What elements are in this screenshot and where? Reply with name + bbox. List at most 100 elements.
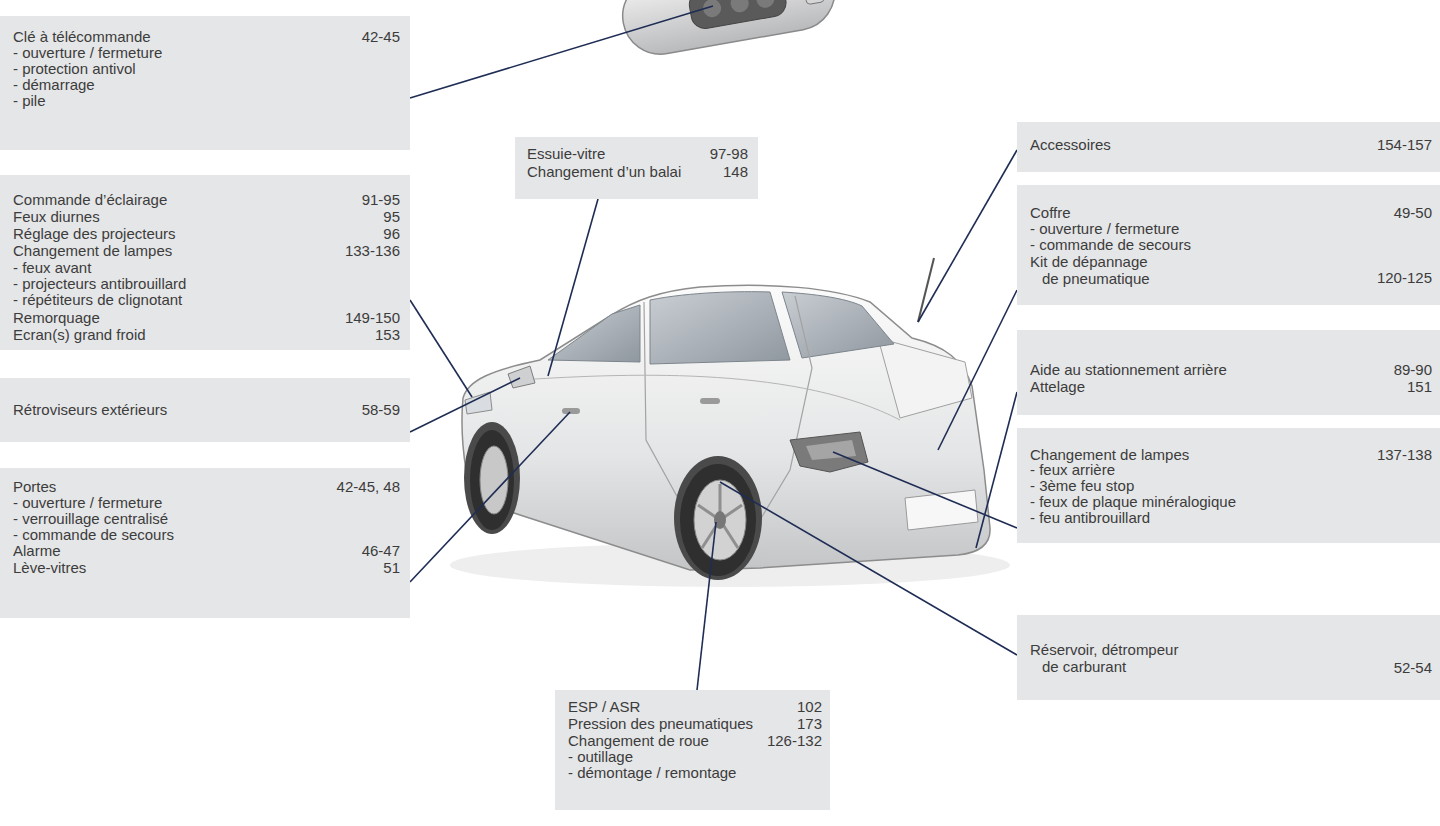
callout-box: Essuie-vitre97-98Changement d’un balai14… [515, 137, 758, 199]
item-label: Commande d’éclairage [13, 191, 167, 208]
item-label: - 3ème feu stop [1030, 477, 1134, 494]
item-label: Feux diurnes [13, 208, 100, 225]
front-tyre [470, 430, 514, 530]
page-number: 49-50 [1394, 204, 1432, 221]
car-body [462, 285, 990, 570]
item-label: - ouverture / fermeture [13, 494, 162, 511]
callout-box: Changement de lampes 137-138 - feux arrièr… [1017, 428, 1440, 543]
page-number: 46-47 [362, 542, 400, 559]
page-number: 51 [383, 559, 400, 576]
page-number: 153 [375, 326, 400, 343]
key-fob [617, 0, 841, 60]
page-number: 137-138 [1377, 446, 1432, 463]
item-label: - ouverture / fermeture [13, 44, 162, 61]
leader-line [548, 199, 598, 376]
key-button [755, 0, 776, 9]
item-label: - verrouillage centralisé [13, 510, 168, 527]
item-label: Ecran(s) grand froid [13, 326, 146, 343]
leader-line [410, 6, 713, 98]
page-number: 89-90 [1394, 361, 1432, 378]
rear-door-window [650, 292, 790, 364]
item-label: ESP / ASR [568, 698, 640, 715]
page-number: 149-150 [345, 309, 400, 326]
rear-window [782, 292, 894, 358]
item-label: Réservoir, détrompeur de carburant [1030, 641, 1190, 675]
item-label: Accessoires [1030, 136, 1111, 153]
key-fob-buttons [687, 0, 788, 31]
item-label: Essuie-vitre [527, 145, 605, 162]
item-label: - ouverture / fermeture [1030, 220, 1179, 237]
item-label: - démontage / remontage [568, 764, 736, 781]
callout-box: Accessoires 154-157 [1017, 122, 1440, 172]
item-label: Pression des pneumatiques [568, 715, 753, 732]
item-label: - commande de secours [13, 526, 174, 543]
callout-box: Aide au stationnement arrière 89-90Attela… [1017, 330, 1440, 415]
callout-box: Portes42-45, 48- ouverture / fermeture- … [0, 468, 410, 618]
item-label: - outillage [568, 748, 633, 765]
antenna [918, 258, 934, 322]
item-label: - commande de secours [1030, 236, 1191, 253]
page-number: 148 [723, 163, 748, 180]
front-window [548, 305, 640, 362]
door-line [760, 296, 812, 520]
page-number: 126-132 [767, 732, 822, 749]
side-mirror [508, 366, 535, 388]
item-label: Réglage des projecteurs [13, 225, 176, 242]
tail-light [790, 432, 868, 472]
door-handle [562, 408, 580, 414]
page-number: 133-136 [345, 242, 400, 259]
callout-box: Coffre 49-50 - ouverture / fermeture- comm… [1017, 185, 1440, 305]
page-number: 42-45 [362, 28, 400, 45]
item-label: - feu antibrouillard [1030, 509, 1150, 526]
key-button [729, 0, 750, 14]
callout-box: Réservoir, détrompeur de carburant 52-54 [1017, 615, 1440, 700]
body-crease [520, 375, 900, 420]
page-number: 91-95 [362, 191, 400, 208]
page-number: 58-59 [362, 401, 400, 418]
tail-light-lens [806, 440, 856, 460]
page-number: 95 [383, 208, 400, 225]
item-label: Alarme [13, 542, 61, 559]
item-label: - répétiteurs de clignotant [13, 291, 182, 308]
item-label: Changement de lampes [1030, 446, 1189, 463]
item-label: Clé à télécommande [13, 28, 151, 45]
item-label: - démarrage [13, 76, 95, 93]
item-label: - protection antivol [13, 60, 136, 77]
callout-box: Rétroviseurs extérieurs 58-59 [0, 378, 410, 442]
item-label: Coffre [1030, 204, 1071, 221]
leader-lines [410, 6, 1017, 690]
item-label: - feux avant [13, 259, 91, 276]
leader-line [720, 482, 1017, 655]
item-label: Lève-vitres [13, 559, 86, 576]
trunk-lid [878, 338, 972, 418]
item-label: Portes [13, 478, 56, 495]
key-blade-button [802, 0, 824, 5]
item-label: - feux de plaque minéralogique [1030, 493, 1236, 510]
item-label: Aide au stationnement arrière [1030, 361, 1227, 378]
key-fob-body [617, 0, 841, 60]
item-label: Remorquage [13, 309, 100, 326]
leader-line [410, 378, 520, 432]
leader-line [918, 150, 1017, 322]
item-label: Changement d’un balai [527, 163, 681, 180]
door-handle [700, 398, 720, 404]
wheel-arch [464, 422, 520, 534]
page-number: 173 [797, 715, 822, 732]
leader-line [410, 412, 570, 582]
callout-box: ESP / ASR 102Pression des pneumatiques 173… [555, 690, 830, 810]
item-label: Kit de dépannage de pneumatique [1030, 253, 1158, 287]
item-label: Rétroviseurs extérieurs [13, 401, 167, 418]
page-number: 151 [1407, 378, 1432, 395]
leader-line [833, 452, 1017, 528]
page-number: 42-45, 48 [337, 478, 400, 495]
callout-box: Commande d’éclairage 91-95Feux diurnes 95R… [0, 175, 410, 350]
page-number: 52-54 [1394, 659, 1432, 676]
item-label: - pile [13, 92, 46, 109]
leader-line [410, 300, 472, 397]
item-label: - feux arrière [1030, 461, 1115, 478]
item-label: Attelage [1030, 378, 1085, 395]
page-number: 154-157 [1377, 136, 1432, 153]
rear-tyre [680, 464, 756, 576]
page-number: 102 [797, 698, 822, 715]
